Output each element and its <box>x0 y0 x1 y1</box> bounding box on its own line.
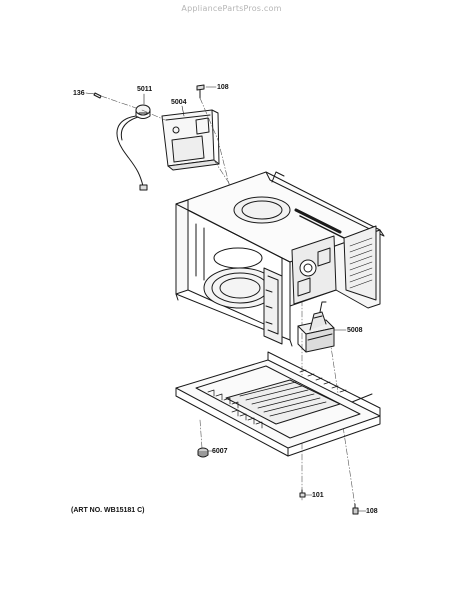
callout-136: 136 <box>73 90 85 97</box>
watermark: AppliancePartsPros.com <box>181 4 282 13</box>
screw-101 <box>299 489 306 498</box>
cavity-assembly <box>175 171 385 347</box>
transformer-5008 <box>297 301 335 353</box>
callout-5008: 5008 <box>347 327 363 334</box>
callout-6007: 6007 <box>212 448 228 455</box>
callout-5004: 5004 <box>171 99 187 106</box>
art-number: (ART NO. WB15181 C) <box>71 507 145 514</box>
base-plate <box>175 351 381 457</box>
screw-108-bottom <box>352 503 359 515</box>
switch-5011 <box>116 104 151 191</box>
screw-108-top <box>196 84 205 99</box>
screw-136 <box>93 92 102 99</box>
foot-6007 <box>197 447 209 458</box>
callout-108-bottom: 108 <box>366 508 378 515</box>
callout-101: 101 <box>312 492 324 499</box>
callout-5011: 5011 <box>137 86 153 93</box>
callout-108-top: 108 <box>217 84 229 91</box>
air-guide-5004 <box>161 109 220 171</box>
